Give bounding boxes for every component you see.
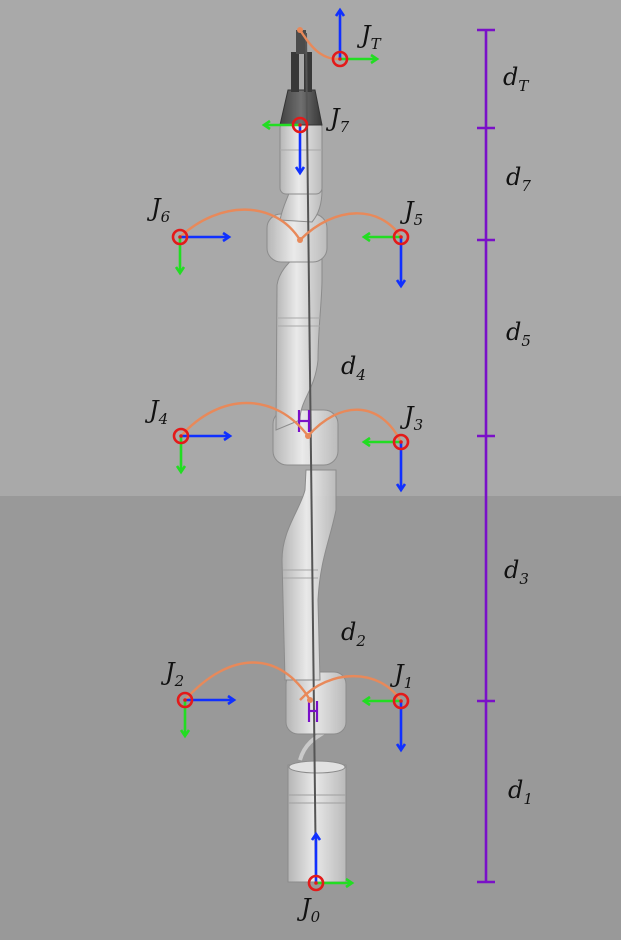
arc-node [307, 697, 313, 703]
link-offset-marker-d2 [307, 701, 319, 722]
robot-gripper-finger-right [304, 52, 312, 92]
robot-link-lower [281, 469, 337, 681]
joint-ring-j4 [172, 427, 190, 445]
joint-ring-jt [331, 50, 349, 68]
joint-ring-j2 [176, 691, 194, 709]
dimension-label-dt: dT [503, 63, 529, 95]
arc-j1-j2 [184, 661, 312, 701]
kinematic-chain-line [305, 32, 317, 883]
joint-ring-j7 [291, 116, 309, 134]
link-offset-marker-d4 [297, 410, 311, 432]
joint-centers [178, 57, 403, 885]
dimension-label-d3: d3 [504, 556, 529, 588]
joint-ring-j0 [307, 874, 325, 892]
joint-rings [171, 50, 410, 892]
joint-arcs [179, 29, 403, 702]
arc-j4-j5 [299, 212, 403, 241]
arc-j5-j6 [179, 208, 302, 241]
dimension-label-d5: d5 [506, 318, 531, 350]
arc-node [305, 433, 311, 439]
arc-j0-j1 [299, 674, 403, 702]
arc-node [297, 27, 303, 33]
dimension-bar [477, 28, 495, 884]
joint-ring-j1 [392, 692, 410, 710]
arc-j2-j3 [307, 408, 403, 443]
dimension-label-d1: d1 [508, 776, 533, 808]
joint-ring-j5 [392, 228, 410, 246]
arc-j3-j4 [180, 401, 309, 437]
joint-ring-j3 [392, 433, 410, 451]
robot-gripper-tip [296, 30, 306, 54]
arc-node [297, 237, 303, 243]
link-label-d4: d4 [341, 352, 366, 384]
robot-gripper-finger-left [291, 52, 299, 92]
joint-ring-j6 [171, 228, 189, 246]
link-label-d2: d2 [341, 618, 366, 650]
robot-gripper-body [279, 89, 323, 126]
robot-base-top [288, 760, 346, 774]
dimension-label-d7: d7 [506, 163, 531, 195]
arc-j7-jt [299, 29, 341, 61]
